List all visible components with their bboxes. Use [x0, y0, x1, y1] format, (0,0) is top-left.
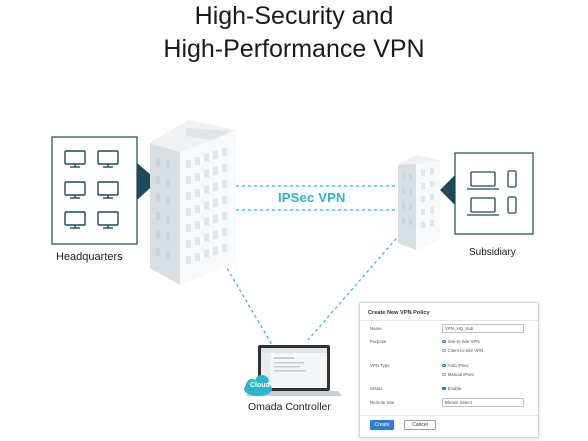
laptop-icon	[246, 345, 342, 396]
checkbox-checked-icon	[442, 386, 446, 391]
subsidiary-label: Subsidiary	[469, 247, 516, 258]
cloud-label: Cloud	[250, 382, 270, 389]
device-icons	[467, 170, 517, 216]
status-value: Enable	[447, 386, 462, 391]
computer-icons	[64, 150, 119, 229]
vpn-type-option-manual[interactable]: Manual IPsec	[442, 372, 474, 377]
vpn-policy-dialog: Create New VPN Policy Name VPN_HQ_Sub Pu…	[359, 302, 539, 438]
vpn-link-label: IPSec VPN	[278, 190, 346, 205]
page-title-line-1: High-Security and	[194, 2, 394, 30]
dialog-footer-divider	[360, 415, 538, 416]
vpn-type-label: VPN Type	[370, 363, 390, 368]
remote-site-label: Remote Site	[370, 400, 395, 405]
headquarters-building-icon	[150, 120, 236, 285]
status-label: Status	[370, 386, 383, 391]
create-button[interactable]: Create	[370, 420, 394, 430]
headquarters-devices-panel	[51, 136, 158, 245]
cloud-icon	[244, 375, 272, 396]
page-title-line-2: High-Performance VPN	[163, 35, 425, 63]
purpose-label: Purpose	[370, 339, 387, 344]
dialog-divider	[360, 320, 538, 321]
purpose-option-client-to-site[interactable]: Client-to-Site VPN	[442, 348, 483, 353]
radio-icon	[442, 372, 446, 377]
controller-label: Omada Controller	[248, 401, 331, 413]
purpose-option-label: Client-to-Site VPN	[447, 348, 484, 353]
vpn-type-option-auto[interactable]: Auto IPsec	[442, 363, 469, 368]
name-label: Name	[370, 326, 382, 331]
subsidiary-building-icon	[398, 155, 440, 250]
status-checkbox[interactable]: Enable	[442, 386, 461, 391]
remote-site-select[interactable]: Please Select ⌄	[442, 398, 524, 407]
cancel-button[interactable]: Cancel	[404, 420, 436, 430]
chevron-down-icon: ⌄	[445, 399, 449, 405]
radio-selected-icon	[442, 339, 446, 344]
purpose-option-label: Site-to-Site VPN	[447, 339, 480, 344]
dialog-title: Create New VPN Policy	[368, 310, 430, 316]
subsidiary-devices-panel	[440, 152, 534, 235]
remote-site-placeholder: Please Select	[445, 399, 472, 405]
name-value: VPN_HQ_Sub	[445, 325, 474, 331]
radio-selected-icon	[442, 363, 446, 368]
radio-icon	[442, 348, 446, 353]
controller-link-subsidiary	[307, 224, 409, 341]
vpn-type-option-label: Auto IPsec	[447, 363, 469, 368]
name-field[interactable]: VPN_HQ_Sub	[442, 324, 524, 333]
vpn-type-option-label: Manual IPsec	[447, 372, 475, 377]
headquarters-label: Headquarters	[56, 251, 123, 263]
purpose-option-site-to-site[interactable]: Site-to-Site VPN	[442, 339, 480, 344]
